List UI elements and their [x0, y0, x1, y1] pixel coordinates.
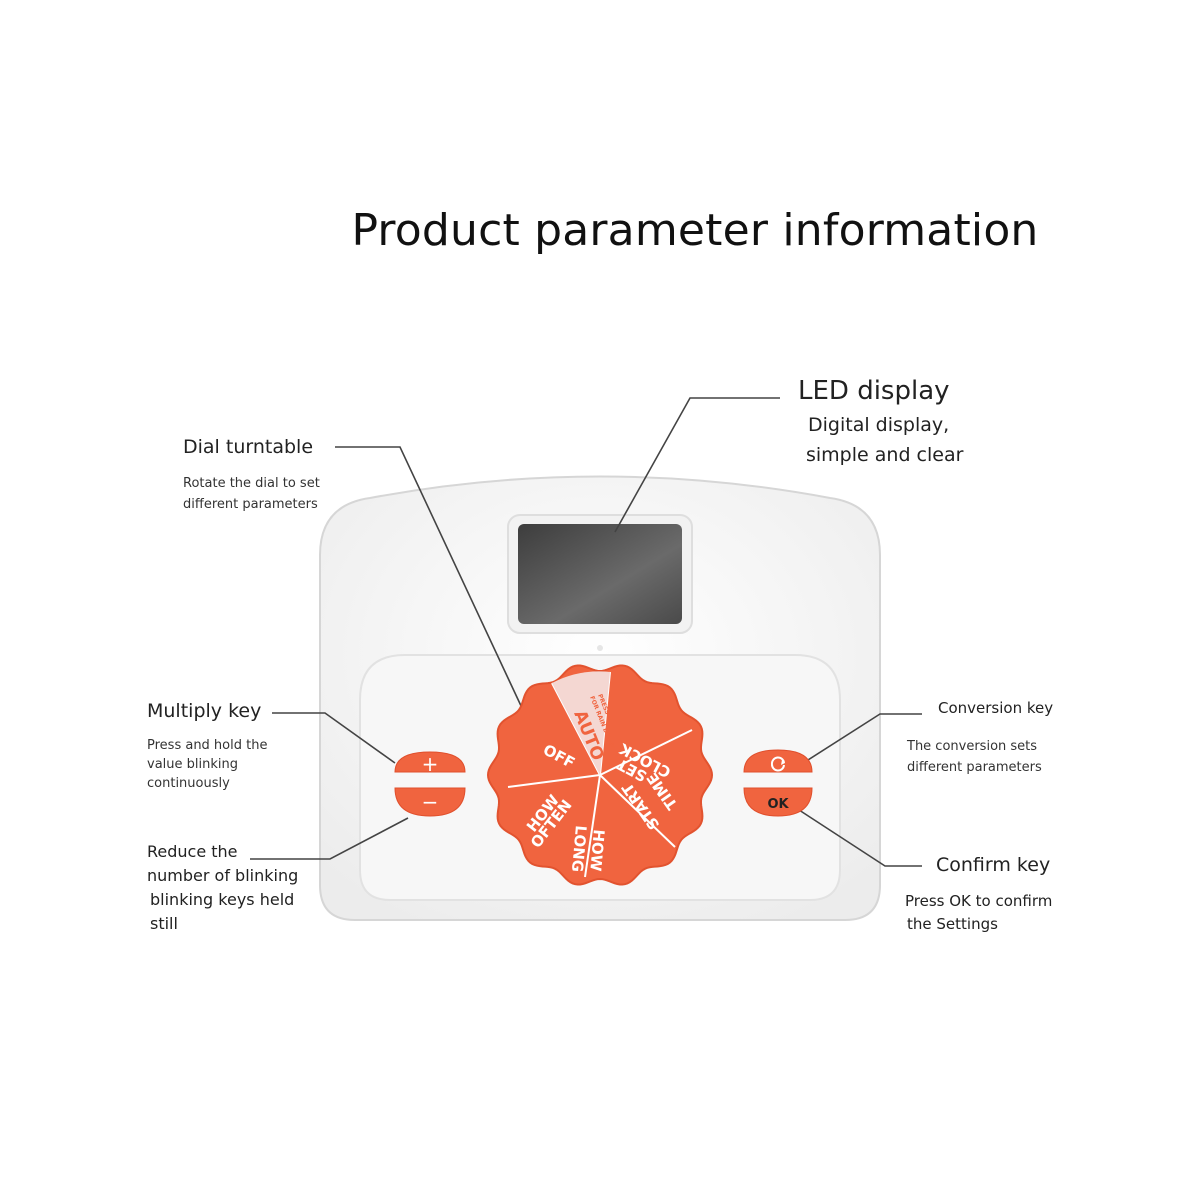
cycle-arrows-icon	[771, 756, 785, 772]
multiply-key-desc-1: Press and hold the	[147, 738, 268, 753]
dial-desc-1: Rotate the dial to set	[183, 476, 320, 491]
ok-label: OK	[767, 797, 789, 812]
multiply-key-heading: Multiply key	[147, 700, 262, 722]
confirm-key-desc-1: Press OK to confirm	[905, 892, 1053, 910]
minus-symbol: −	[422, 790, 439, 814]
reduce-key-desc: Reduce the number of blinking blinking k…	[147, 840, 298, 936]
conversion-key-desc-2: different parameters	[907, 760, 1042, 775]
dial-how-long-1: HOW	[586, 829, 608, 873]
dial-desc-2: different parameters	[183, 497, 318, 512]
led-display	[518, 524, 682, 624]
led-display-desc-1: Digital display,	[808, 414, 950, 436]
dial-heading: Dial turntable	[183, 436, 314, 458]
reduce-desc-1: Reduce the	[147, 842, 238, 861]
conversion-key[interactable]	[743, 749, 813, 773]
dial-how-long-2: LONG	[568, 825, 590, 873]
reduce-desc-3: blinking keys held	[150, 890, 295, 909]
multiply-key-desc-3: continuously	[147, 776, 230, 791]
reduce-key[interactable]: −	[394, 787, 466, 817]
conversion-key-desc-1: The conversion sets	[907, 739, 1038, 754]
plus-symbol: +	[422, 752, 439, 776]
reduce-desc-4: still	[150, 914, 178, 933]
multiply-key[interactable]: +	[394, 751, 466, 776]
page-title: Product parameter information	[351, 205, 1039, 256]
confirm-key-heading: Confirm key	[936, 854, 1051, 876]
multiply-key-desc-2: value blinking	[147, 757, 238, 772]
conversion-key-heading: Conversion key	[938, 699, 1054, 717]
confirm-key-desc-2: the Settings	[907, 915, 998, 933]
reduce-desc-2: number of blinking	[147, 866, 299, 885]
led-display-desc-2: simple and clear	[806, 444, 964, 466]
dial-auto-segment	[552, 671, 610, 775]
confirm-key[interactable]: OK	[743, 787, 813, 817]
leader-lines	[250, 397, 922, 867]
dial-turntable[interactable]: AUTO FOR RAIN DELAY PRESS + SET CLOCK ST…	[486, 664, 714, 886]
led-display-heading: LED display	[798, 376, 950, 406]
